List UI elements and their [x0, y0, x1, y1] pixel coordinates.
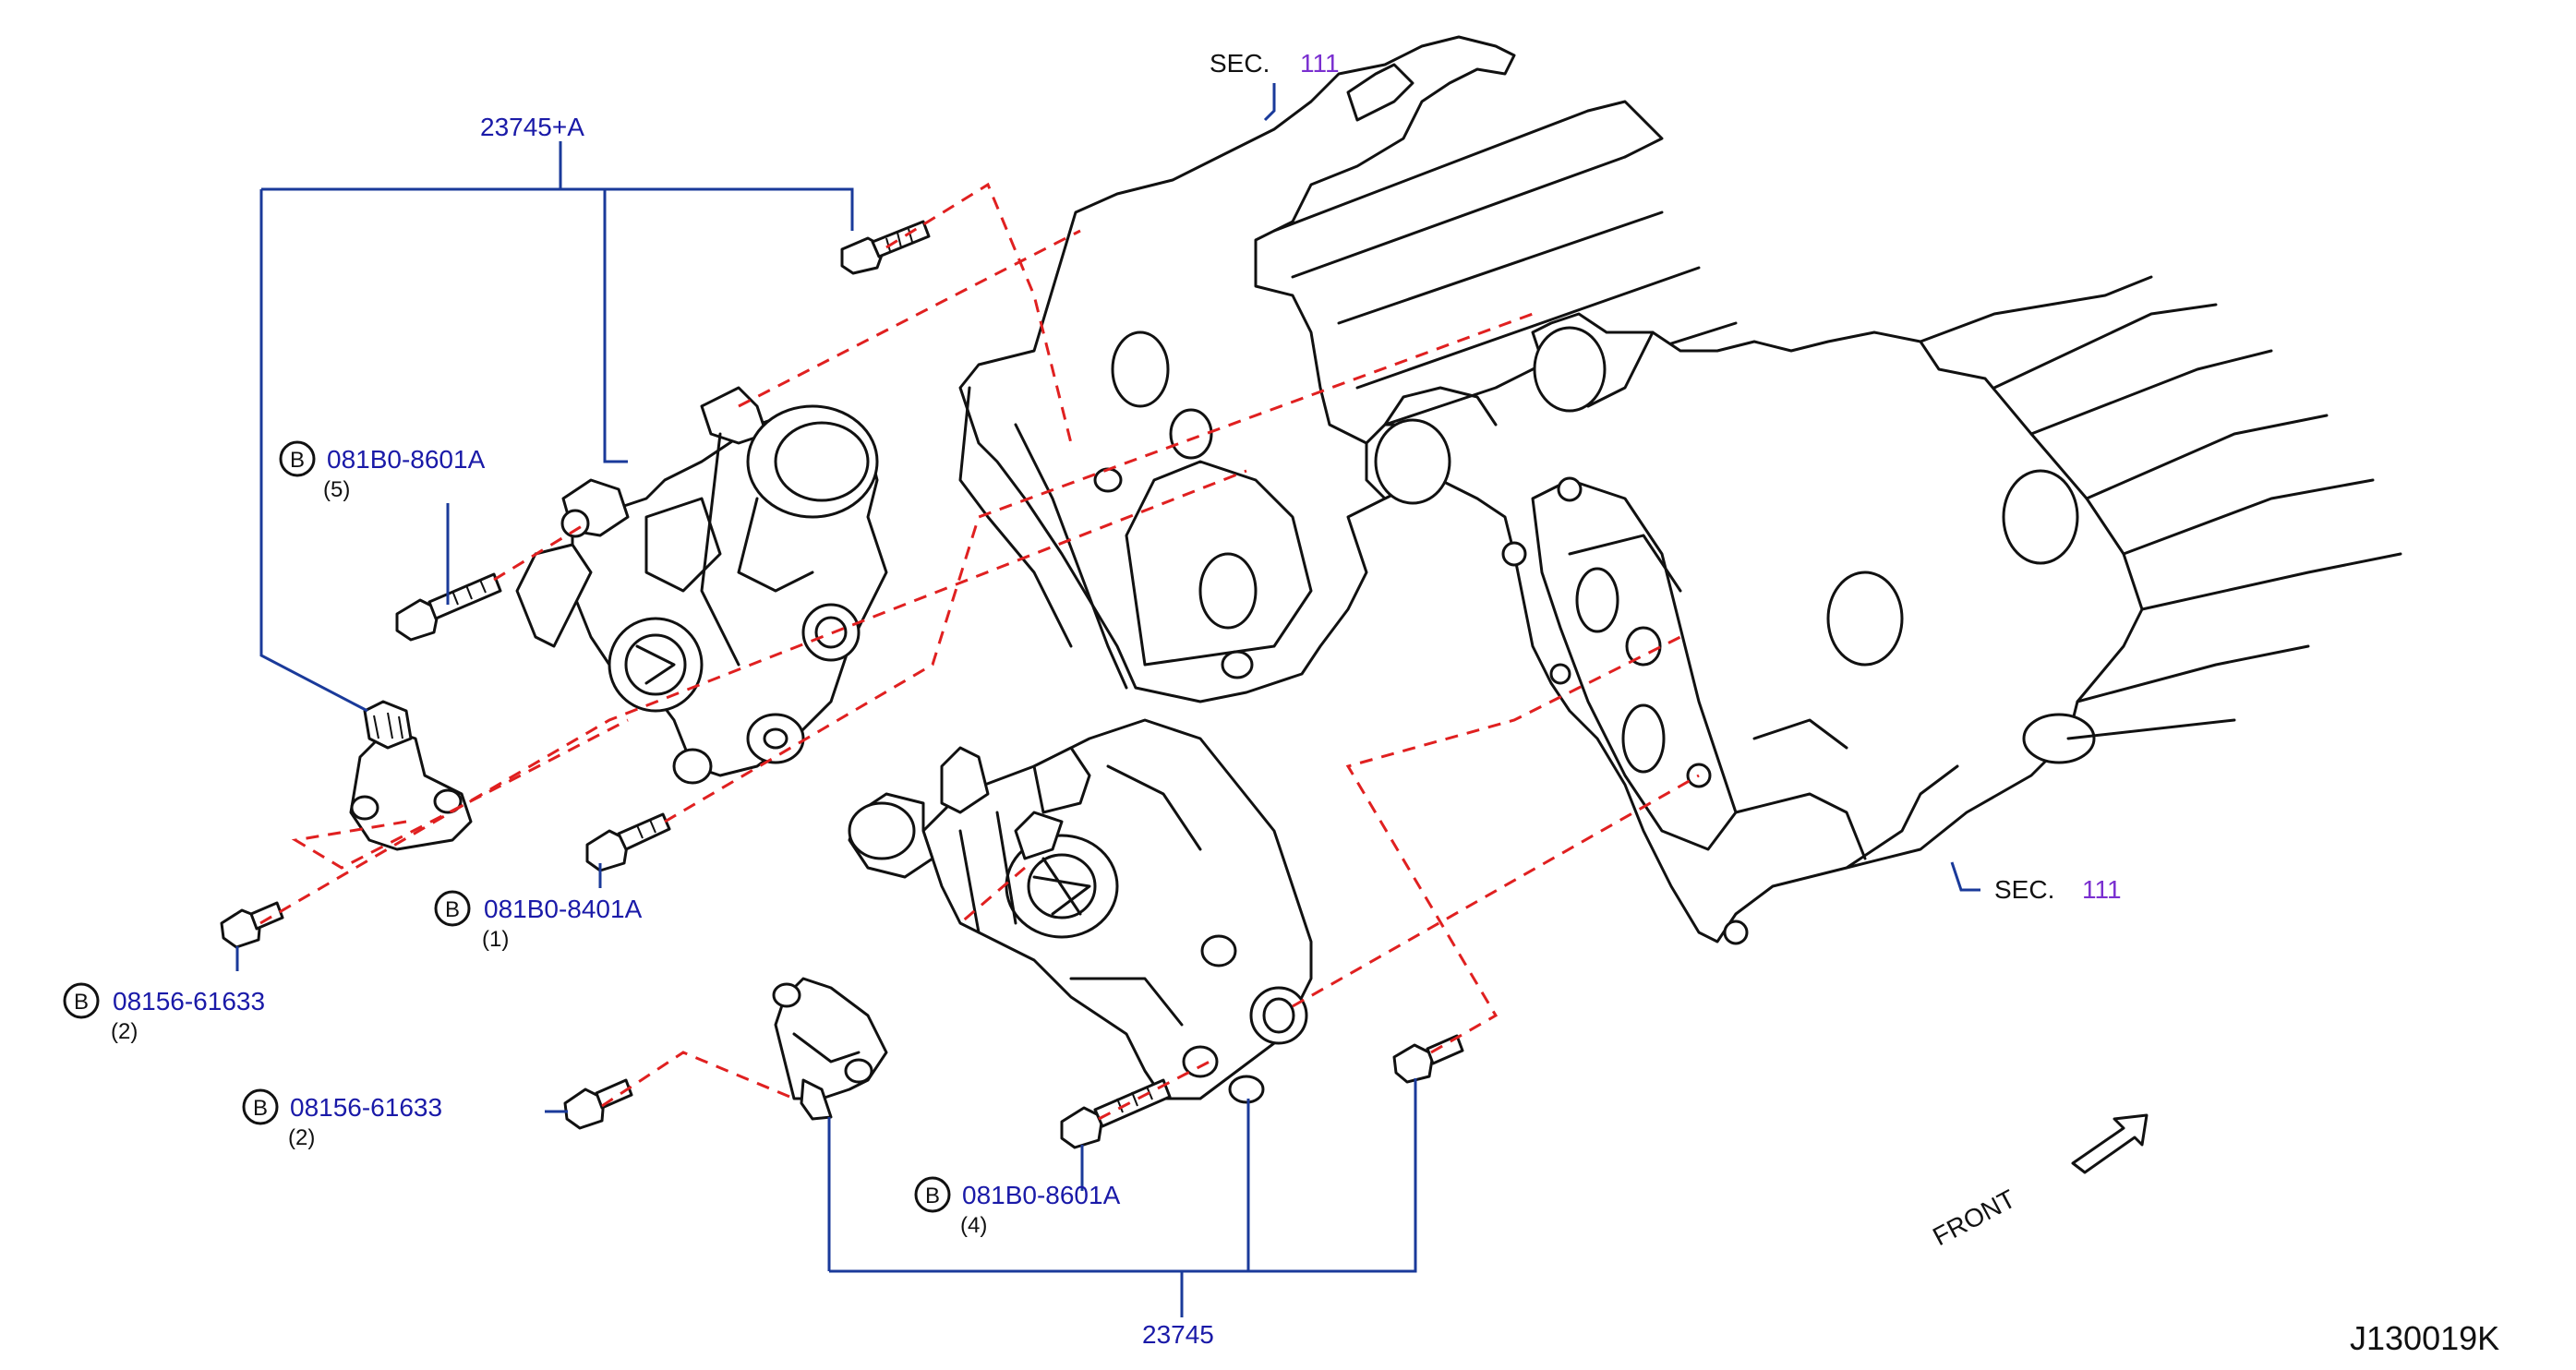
bolt-lower-right	[1392, 1034, 1464, 1084]
b-marker-icon	[242, 1088, 279, 1125]
bolt-part-number[interactable]: 08156-61633	[113, 987, 265, 1015]
b-marker-letter: B	[925, 1184, 940, 1208]
b-marker-letter: B	[445, 897, 460, 922]
bolt-quantity: (2)	[288, 1125, 315, 1150]
b-marker-icon	[914, 1176, 951, 1213]
bolt-callout-081b0-8601a-4[interactable]: B 081B0-8601A (4)	[914, 1176, 1121, 1238]
bolt-quantity: (1)	[482, 927, 509, 952]
section-number[interactable]: 111	[2082, 875, 2122, 904]
b-marker-letter: B	[290, 448, 305, 473]
alignment-guides	[259, 182, 1700, 1121]
assembly-lower-label: 23745	[1142, 1320, 1214, 1349]
b-marker-icon	[63, 982, 100, 1019]
bolt-081b0-8401a	[585, 812, 671, 872]
bolt-callout-08156-61633-upper[interactable]: B 08156-61633 (2)	[63, 982, 265, 1044]
bolt-callout-081b0-8601a-5[interactable]: B 081B0-8601A (5)	[279, 440, 486, 502]
front-direction-label: FRONT	[1928, 1184, 2020, 1252]
bolt-part-number[interactable]: 081B0-8601A	[327, 445, 486, 474]
bolt-part-number[interactable]: 081B0-8601A	[962, 1181, 1121, 1209]
leader-upper-assembly	[259, 141, 854, 713]
bolt-quantity: (2)	[111, 1019, 138, 1044]
bolt-part-number[interactable]: 081B0-8401A	[484, 895, 643, 923]
leader-bolt-callouts	[235, 503, 1084, 1191]
bolt-081b0-8601a-upper	[395, 572, 502, 642]
leader-sections	[1263, 83, 1980, 892]
cylinder-head-right	[1365, 275, 2402, 945]
bolt-callout-081b0-8401a-1[interactable]: B 081B0-8401A (1)	[434, 890, 643, 952]
bolt-08156-61633-lower	[563, 1078, 633, 1130]
b-marker-letter: B	[74, 990, 89, 1015]
bolt-08156-61633-upper	[220, 901, 284, 949]
section-prefix: SEC.	[1210, 49, 1270, 78]
assembly-upper-label: 23745+A	[480, 113, 584, 141]
b-marker-icon	[279, 440, 316, 477]
diagram-code: J130019K	[2350, 1319, 2499, 1357]
cam-sensor-lower	[772, 977, 888, 1121]
bolt-callout-08156-61633-lower[interactable]: B 08156-61633 (2)	[242, 1088, 442, 1150]
bolt-081b0-8601a-lower	[1060, 1078, 1172, 1149]
leader-lower-assembly	[827, 1078, 1417, 1317]
bolt-quantity: (5)	[323, 477, 350, 502]
vtc-assembly-lower	[848, 718, 1313, 1104]
section-ref-bottom: SEC. 111	[1994, 875, 2122, 904]
bolt-part-number[interactable]: 08156-61633	[290, 1093, 442, 1122]
bolt-quantity: (4)	[960, 1213, 987, 1238]
cam-sensor-upper	[349, 700, 473, 851]
section-prefix: SEC.	[1994, 875, 2054, 904]
b-marker-icon	[434, 890, 471, 927]
vtc-assembly-upper	[515, 386, 888, 785]
section-ref-top: SEC. 111	[1210, 49, 1340, 78]
cylinder-head-left	[958, 35, 1738, 703]
front-arrow-icon	[2071, 1113, 2149, 1174]
b-marker-letter: B	[253, 1096, 268, 1121]
section-number[interactable]: 111	[1300, 49, 1340, 78]
